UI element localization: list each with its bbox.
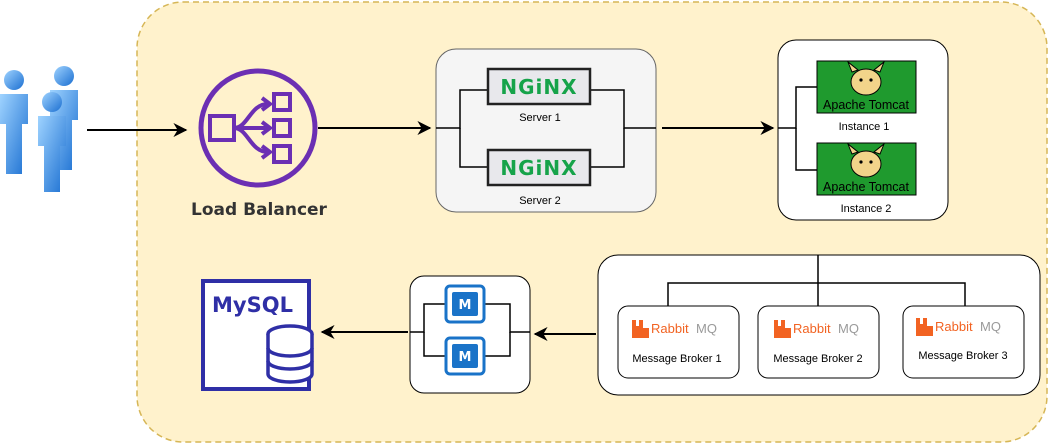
- cache-group: M M: [409, 275, 531, 394]
- server-1-label: Server 1: [519, 112, 561, 124]
- svg-text:Rabbit: Rabbit: [793, 321, 831, 336]
- server-2-label: Server 2: [519, 195, 561, 207]
- load-balancer-icon: [198, 68, 318, 188]
- svg-text:Rabbit: Rabbit: [651, 321, 689, 336]
- web-server-group: NGiNX Server 1 NGiNX Server 2: [435, 48, 657, 213]
- memcached-chip-icon: M: [444, 336, 486, 376]
- svg-text:MQ: MQ: [838, 321, 859, 336]
- svg-text:MQ: MQ: [696, 321, 717, 336]
- mysql-label: MySQL: [212, 293, 293, 317]
- rabbitmq-logo-icon: Rabbit MQ: [916, 318, 1001, 336]
- nginx-logo-icon: NGiNX: [486, 67, 592, 106]
- svg-text:M: M: [459, 298, 472, 313]
- nginx-server-1: NGiNX Server 1: [486, 67, 592, 124]
- tomcat-logo-icon: Apache Tomcat: [816, 60, 917, 114]
- message-broker-1-label: Message Broker 1: [632, 353, 721, 365]
- svg-text:NGiNX: NGiNX: [500, 156, 577, 180]
- message-broker-group: Rabbit MQ Message Broker 1 Rabbit MQ Mes…: [597, 254, 1041, 396]
- instance-1-label: Instance 1: [839, 121, 890, 133]
- svg-text:MQ: MQ: [980, 319, 1001, 334]
- message-broker-2-label: Message Broker 2: [773, 353, 862, 365]
- load-balancer-label: Load Balancer: [191, 200, 328, 220]
- nginx-logo-icon: NGiNX: [486, 148, 592, 187]
- svg-text:M: M: [459, 350, 472, 365]
- users-icon: [0, 66, 78, 192]
- svg-text:Apache Tomcat: Apache Tomcat: [823, 98, 909, 112]
- nginx-server-2: NGiNX Server 2: [486, 148, 592, 207]
- message-broker-2: Rabbit MQ Message Broker 2: [757, 305, 880, 379]
- app-instance-group: Apache Tomcat Instance 1 Apache Tomcat I…: [777, 39, 949, 221]
- memcached-chip-icon: M: [444, 284, 486, 324]
- svg-text:NGiNX: NGiNX: [500, 75, 577, 99]
- rabbitmq-logo-icon: Rabbit MQ: [632, 320, 717, 338]
- tomcat-logo-icon: Apache Tomcat: [816, 142, 917, 196]
- mysql-database-icon: MySQL: [201, 279, 314, 391]
- svg-text:Apache Tomcat: Apache Tomcat: [823, 180, 909, 194]
- message-broker-3-label: Message Broker 3: [918, 350, 1007, 362]
- tomcat-instance-2: Apache Tomcat Instance 2: [816, 142, 917, 215]
- tomcat-instance-1: Apache Tomcat Instance 1: [816, 60, 917, 133]
- svg-text:Rabbit: Rabbit: [935, 319, 973, 334]
- memcached-node-2: M: [444, 336, 486, 376]
- message-broker-1: Rabbit MQ Message Broker 1: [617, 305, 740, 379]
- message-broker-3: Rabbit MQ Message Broker 3: [902, 305, 1025, 379]
- instance-2-label: Instance 2: [841, 203, 892, 215]
- memcached-node-1: M: [444, 284, 486, 324]
- rabbitmq-logo-icon: Rabbit MQ: [774, 320, 859, 338]
